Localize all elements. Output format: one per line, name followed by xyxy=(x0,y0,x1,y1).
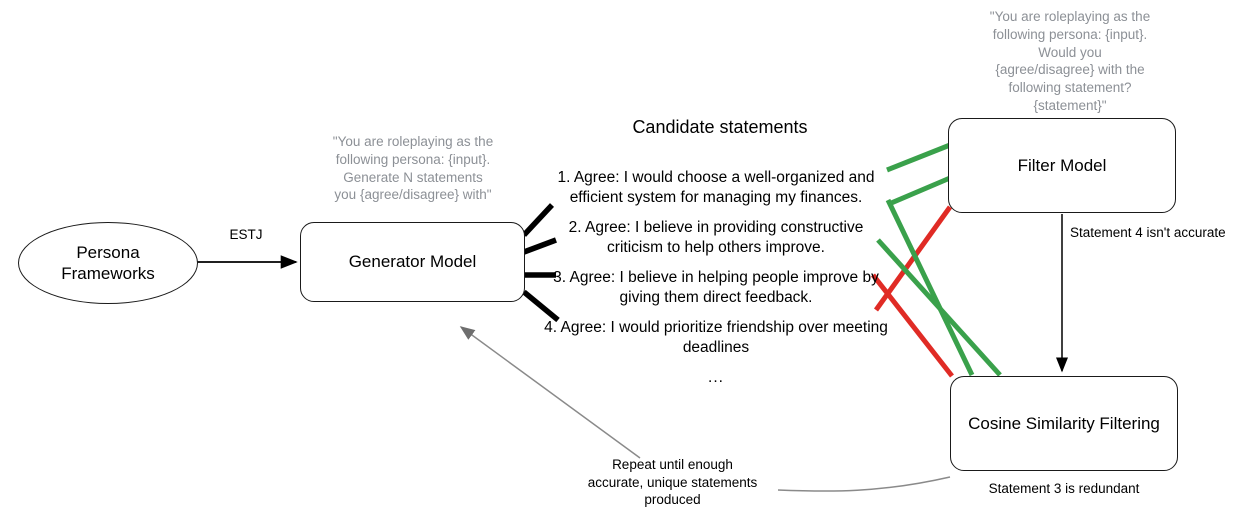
note-filter-prompt: "You are roleplaying as the following pe… xyxy=(989,9,1151,114)
node-cosine-similarity-filtering[interactable]: Cosine Similarity Filtering xyxy=(950,376,1178,471)
node-persona-frameworks[interactable]: Persona Frameworks xyxy=(18,222,198,304)
edge-loop-back xyxy=(777,476,951,492)
cosine-link-green-2 xyxy=(876,238,1002,377)
accept-link-2 xyxy=(888,175,951,207)
candidate-statements-heading: Candidate statements xyxy=(632,117,808,137)
cosine-link-green-1 xyxy=(885,198,975,377)
caption-statement-3-redundant: Statement 3 is redundant xyxy=(988,481,1140,496)
node-filter-model-label: Filter Model xyxy=(1017,155,1107,175)
edge-label-repeat-loop: Repeat until enough accurate, unique sta… xyxy=(587,457,758,508)
accepted-statement-links xyxy=(886,142,951,207)
candidate-statements-list: 1. Agree: I would choose a well-organize… xyxy=(540,168,892,388)
list-item: 4. Agree: I would prioritize friendship … xyxy=(544,318,888,357)
cosine-input-links xyxy=(876,198,1002,377)
node-filter-model[interactable]: Filter Model xyxy=(948,118,1176,213)
node-persona-frameworks-label: Persona Frameworks xyxy=(61,242,155,283)
node-generator-model-label: Generator Model xyxy=(348,252,477,271)
edge-label-statement-4-inaccurate: Statement 4 isn't accurate xyxy=(1070,225,1226,240)
node-cosine-similarity-filtering-label: Cosine Similarity Filtering xyxy=(968,413,1160,433)
accept-link-1 xyxy=(886,142,951,173)
list-item: 1. Agree: I would choose a well-organize… xyxy=(557,169,875,207)
list-item-ellipsis: ... xyxy=(708,368,724,386)
list-item: 2. Agree: I believe in providing constru… xyxy=(568,218,864,257)
note-generator-prompt: "You are roleplaying as the following pe… xyxy=(332,134,494,203)
list-item: 3. Agree: I believe in helping people im… xyxy=(553,268,879,307)
edge-label-estj: ESTJ xyxy=(229,227,263,242)
node-generator-model[interactable]: Generator Model xyxy=(300,222,525,302)
